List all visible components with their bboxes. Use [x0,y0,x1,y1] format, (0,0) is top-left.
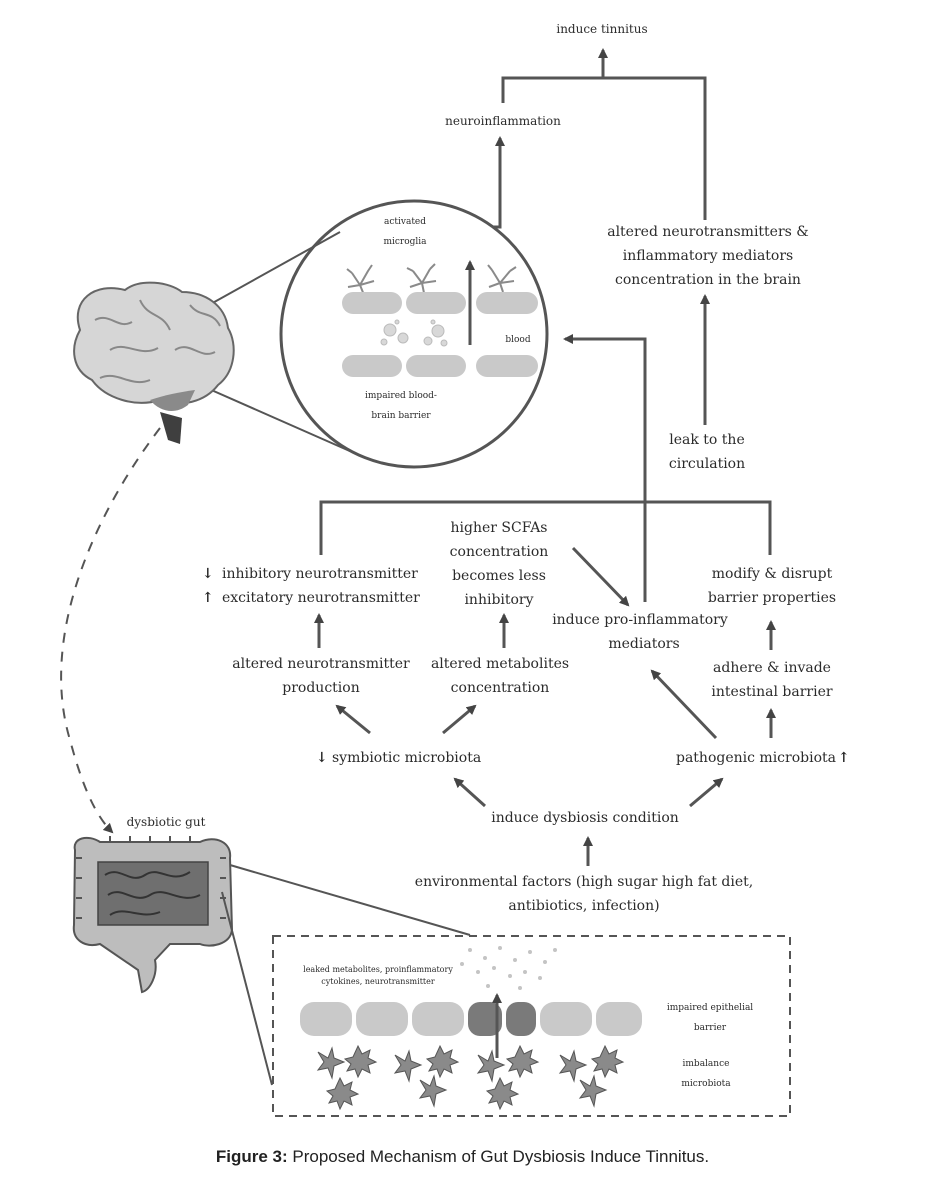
svg-text:altered neurotransmitter: altered neurotransmitter [232,656,410,672]
brain-icon [73,281,235,444]
label-leaked-metabolites: leaked metabolites, proinflammatory [303,965,453,974]
svg-text:adhere & invade: adhere & invade [713,660,831,676]
gut-zoom-box: leaked metabolites, proinflammatory cyto… [272,935,791,1117]
label-dysbiotic-gut: dysbiotic gut [127,815,206,829]
microbiota-icons [316,1044,625,1111]
svg-text:circulation: circulation [669,456,745,472]
label-activated-microglia: activated [384,217,426,227]
svg-text:concentration in the brain: concentration in the brain [615,272,801,288]
epithelial-barrier [300,1002,642,1036]
label-leak-to-circulation: leak to the circulation [669,432,745,472]
svg-text:leak to the: leak to the [669,432,744,448]
label-symbiotic-microbiota: ↓ symbiotic microbiota [316,750,481,766]
svg-text:mediators: mediators [608,636,679,652]
svg-text:barrier properties: barrier properties [708,590,836,606]
svg-text:environmental factors (high su: environmental factors (high sugar high f… [415,874,753,890]
svg-text:production: production [282,680,359,696]
label-modify-barrier: modify & disrupt barrier properties [708,566,836,606]
label-impaired-epithelial: impaired epithelial [667,1003,753,1013]
microglia-icon [346,263,517,296]
zoom-line [229,864,471,936]
brain-gut-axis-line [60,427,161,834]
gut-icon [72,836,234,994]
label-neurotransmitter-balance: ↓ inhibitory neurotransmitter ↑ excitato… [202,566,420,606]
label-pathogenic-microbiota: pathogenic microbiota ↑ [676,750,850,766]
svg-text:concentration: concentration [451,680,550,696]
up-arrow-icon: ↑ [838,750,850,766]
label-imbalance-microbiota: imbalance [683,1059,730,1069]
endothelial-cell [476,355,538,377]
down-arrow-icon: ↓ [316,750,328,766]
endothelial-cell [406,355,466,377]
svg-text:intestinal barrier: intestinal barrier [711,684,832,700]
caption-prefix: Figure 3: [215,1147,288,1166]
svg-text:inhibitory neurotransmitter: inhibitory neurotransmitter [222,566,418,582]
svg-text:induce pro-inflammatory: induce pro-inflammatory [552,612,728,628]
label-blood: blood [505,335,530,345]
middle-flow [314,334,776,866]
label-environmental-factors: environmental factors (high sugar high f… [415,874,753,914]
endothelial-cell [406,292,466,314]
zoom-line [221,891,273,1086]
caption-text: Proposed Mechanism of Gut Dysbiosis Indu… [287,1147,710,1166]
leaked-particles [460,946,557,990]
blood-particles [380,319,448,347]
label-induce-tinnitus: induce tinnitus [556,22,647,36]
svg-text:concentration: concentration [450,544,549,560]
label-scfa: higher SCFAs concentration becomes less … [450,520,549,608]
svg-text:altered metabolites: altered metabolites [431,656,569,672]
svg-text:symbiotic microbiota: symbiotic microbiota [332,750,481,766]
svg-text:inflammatory mediators: inflammatory mediators [623,248,793,264]
label-altered-neurotransmitters: altered neurotransmitters & inflammatory… [607,224,809,288]
svg-text:altered neurotransmitters &: altered neurotransmitters & [607,224,809,240]
up-arrow-icon: ↑ [202,590,214,606]
endothelial-cell [476,292,538,314]
svg-text:excitatory neurotransmitter: excitatory neurotransmitter [222,590,420,606]
svg-text:becomes less: becomes less [452,568,546,584]
down-arrow-icon: ↓ [202,566,214,582]
label-impaired-bbb-2: brain barrier [371,411,431,421]
zoom-line [199,384,353,453]
label-altered-production: altered neurotransmitter production [232,656,410,696]
label-neuroinflammation: neuroinflammation [445,114,561,128]
svg-text:modify & disrupt: modify & disrupt [712,566,833,582]
label-impaired-bbb: impaired blood- [365,391,437,401]
svg-text:antibiotics, infection): antibiotics, infection) [508,898,659,914]
brain-zoom-circle: activated microglia blood impaired blood… [279,199,549,469]
endothelial-cell [342,292,402,314]
endothelial-cell [342,355,402,377]
svg-text:pathogenic microbiota: pathogenic microbiota [676,750,836,766]
label-leaked-metabolites-2: cytokines, neurotransmitter [321,977,435,986]
figure-caption: Figure 3: Proposed Mechanism of Gut Dysb… [0,1147,925,1167]
label-activated-microglia-2: microglia [383,237,427,247]
label-adhere-invade: adhere & invade intestinal barrier [711,660,832,700]
label-altered-metabolites: altered metabolites concentration [431,656,569,696]
svg-text:inhibitory: inhibitory [464,592,533,608]
svg-text:higher SCFAs: higher SCFAs [451,520,548,536]
label-pro-inflammatory: induce pro-inflammatory mediators [552,612,728,652]
label-impaired-epithelial-2: barrier [694,1023,727,1033]
label-dysbiosis-condition: induce dysbiosis condition [491,810,679,826]
label-imbalance-microbiota-2: microbiota [681,1079,731,1089]
